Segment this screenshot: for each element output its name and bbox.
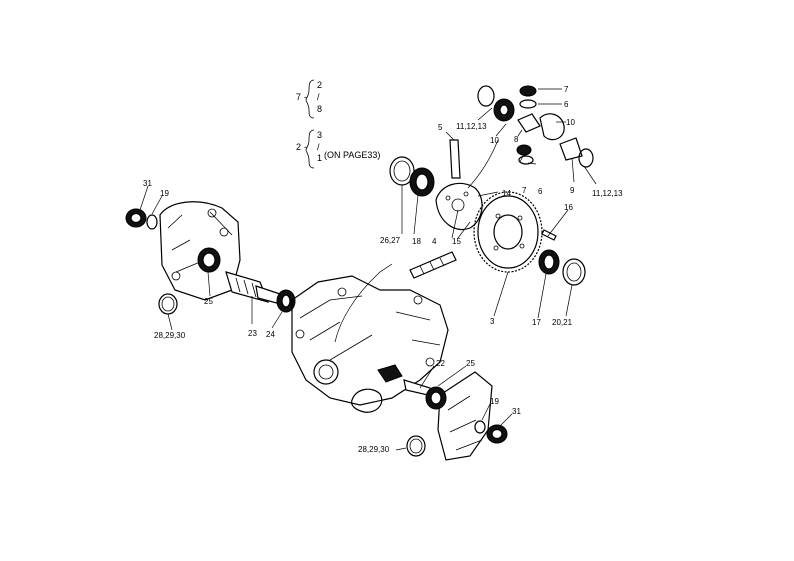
callout-15: 15 bbox=[452, 237, 461, 246]
callout-11-12-13-top: 11,12,13 bbox=[456, 122, 487, 131]
pinion-shaft-5 bbox=[449, 139, 461, 179]
shim-28-right bbox=[406, 435, 426, 457]
callout-19-left: 19 bbox=[160, 189, 169, 198]
washer-9 bbox=[559, 137, 583, 161]
callout-24: 24 bbox=[266, 330, 275, 339]
callout-31-left: 31 bbox=[143, 179, 152, 188]
note-group-2-text: (ON PAGE33) bbox=[324, 150, 380, 160]
callout-23: 23 bbox=[248, 329, 257, 338]
oil-seal-31-right bbox=[486, 424, 508, 444]
callout-25-left: 25 bbox=[204, 297, 213, 306]
callout-16: 16 bbox=[564, 203, 573, 212]
shim-20 bbox=[562, 258, 586, 286]
washer-6-top bbox=[519, 99, 537, 109]
callout-28-29-30-right: 28,29,30 bbox=[358, 445, 390, 454]
bearing-25-left bbox=[197, 247, 221, 273]
bearing-24 bbox=[276, 289, 296, 313]
callout-18: 18 bbox=[412, 237, 421, 246]
callout-8: 8 bbox=[514, 135, 519, 144]
note-group-2-item-2: 1 bbox=[317, 153, 322, 163]
circlip-19-left bbox=[146, 214, 158, 230]
callout-25-right: 25 bbox=[466, 359, 475, 368]
callout-6-bottom: 6 bbox=[538, 187, 543, 196]
note-group-7: 7 - 2 / 8 bbox=[296, 79, 322, 119]
note-group-2-prefix: 2 bbox=[296, 142, 301, 152]
callout-3: 3 bbox=[490, 317, 495, 326]
pinion-gear-7-top bbox=[519, 85, 537, 97]
callout-20-21: 20,21 bbox=[552, 318, 573, 327]
callout-7-bottom: 7 bbox=[522, 186, 527, 195]
callout-9: 9 bbox=[570, 186, 575, 195]
shim-28-left bbox=[158, 293, 178, 315]
callout-14: 14 bbox=[502, 189, 511, 198]
bearing-25-right bbox=[425, 386, 447, 410]
shim-11-top bbox=[477, 85, 495, 107]
left-housing-cover bbox=[159, 201, 241, 301]
callout-10-right: 10 bbox=[566, 118, 575, 127]
callout-10-left: 10 bbox=[490, 136, 499, 145]
ring-gear-3 bbox=[473, 191, 543, 273]
side-gear-10-top bbox=[493, 98, 515, 122]
callout-6-top: 6 bbox=[564, 100, 569, 109]
callout-31-right: 31 bbox=[512, 407, 521, 416]
svg-text:-: - bbox=[304, 92, 307, 102]
note-group-2-item-1: 3 bbox=[317, 130, 322, 140]
right-housing-cover bbox=[437, 371, 493, 461]
callouts: 7 6 10 11,12,13 5 10 8 7 6 9 11,12,13 14… bbox=[143, 85, 623, 454]
bearing-18 bbox=[409, 167, 435, 197]
callout-28-29-30-left: 28,29,30 bbox=[154, 331, 186, 340]
note-group-7-item-2: 8 bbox=[317, 104, 322, 114]
pinion-gear-7-bottom bbox=[516, 144, 532, 156]
bearing-17 bbox=[538, 249, 560, 275]
side-gear-10-right bbox=[539, 113, 565, 141]
callout-5: 5 bbox=[438, 123, 443, 132]
leader-lines bbox=[139, 88, 597, 451]
callout-22: 22 bbox=[436, 359, 445, 368]
callout-7-top: 7 bbox=[564, 85, 569, 94]
transmission-case bbox=[291, 275, 449, 413]
washer-6-bottom bbox=[518, 155, 534, 165]
note-group-7-item-1: 2 bbox=[317, 80, 322, 90]
shim-11-right bbox=[578, 148, 594, 168]
callout-17: 17 bbox=[532, 318, 541, 327]
pinion-gear-8 bbox=[517, 113, 541, 133]
circlip-19-right bbox=[474, 420, 486, 434]
note-group-2: 2 - 3 / 1 (ON PAGE33) bbox=[296, 129, 380, 169]
oil-seal-31-left bbox=[125, 208, 147, 228]
drive-pinion-15 bbox=[409, 251, 457, 279]
svg-text:/: / bbox=[317, 142, 320, 152]
callout-26-27: 26,27 bbox=[380, 236, 401, 245]
callout-19-right: 19 bbox=[490, 397, 499, 406]
callout-4: 4 bbox=[432, 237, 437, 246]
svg-text:/: / bbox=[317, 92, 320, 102]
note-group-7-prefix: 7 bbox=[296, 92, 301, 102]
callout-11-12-13-right: 11,12,13 bbox=[592, 189, 623, 198]
svg-text:-: - bbox=[304, 142, 307, 152]
differential-case-4 bbox=[435, 182, 483, 231]
